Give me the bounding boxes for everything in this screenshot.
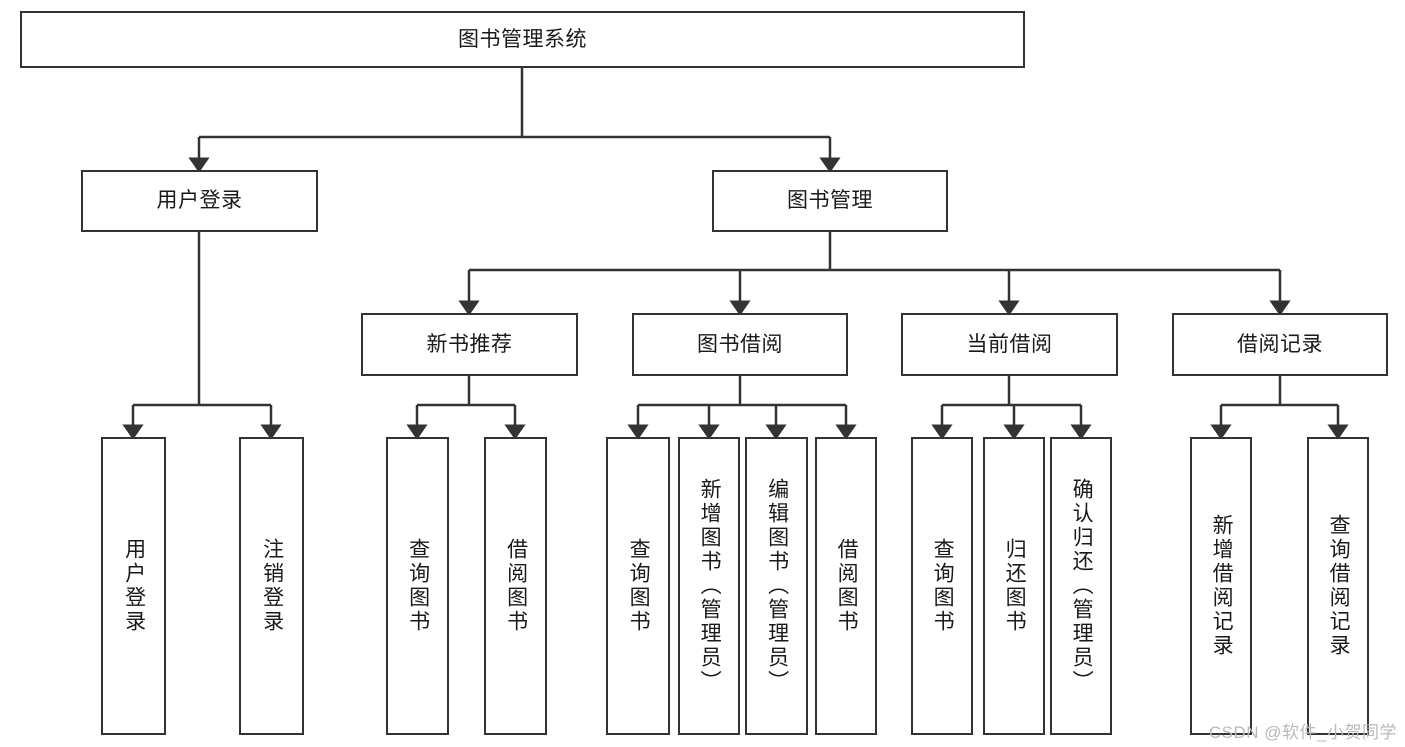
node-label: 借阅记录 [1237,332,1323,356]
node-leaf-return-book[interactable]: 归还图书 [983,437,1045,735]
node-label: 新增借阅记录 [1210,514,1234,658]
node-label: 借阅图书 [504,538,528,634]
node-user-login[interactable]: 用户登录 [81,170,318,232]
node-label: 用户登录 [156,189,243,213]
node-label: 图书管理系统 [458,27,587,51]
node-book-borrow[interactable]: 图书借阅 [632,313,848,376]
node-label: 查询图书 [406,538,430,634]
node-leaf-borrow-book-1[interactable]: 借阅图书 [484,437,547,735]
node-label: 归还图书 [1003,538,1027,634]
node-leaf-query-book-3[interactable]: 查询图书 [911,437,973,735]
node-label: 新增图书（管理员） [698,478,722,694]
node-label: 用户登录 [122,538,146,634]
node-label: 当前借阅 [966,332,1053,356]
node-leaf-query-record[interactable]: 查询借阅记录 [1307,437,1369,735]
node-borrow-record[interactable]: 借阅记录 [1172,313,1388,376]
node-label: 查询图书 [931,538,955,634]
node-label: 新书推荐 [426,332,513,356]
watermark-label: CSDN @软件_小贺同学 [1208,723,1397,742]
node-label: 确认归还（管理员） [1070,478,1094,694]
node-leaf-user-logout[interactable]: 注销登录 [239,437,304,735]
node-leaf-edit-book[interactable]: 编辑图书（管理员） [745,437,808,735]
node-leaf-user-login[interactable]: 用户登录 [101,437,166,735]
node-label: 借阅图书 [835,538,859,634]
node-leaf-confirm-return[interactable]: 确认归还（管理员） [1050,437,1112,735]
node-new-book-recommend[interactable]: 新书推荐 [361,313,578,376]
node-label: 查询借阅记录 [1327,514,1351,658]
node-label: 注销登录 [260,538,284,634]
node-leaf-add-book[interactable]: 新增图书（管理员） [678,437,740,735]
node-book-manage[interactable]: 图书管理 [712,170,948,232]
node-current-borrow[interactable]: 当前借阅 [901,313,1118,376]
node-label: 编辑图书（管理员） [765,478,789,694]
node-leaf-query-book-1[interactable]: 查询图书 [386,437,449,735]
node-root-system[interactable]: 图书管理系统 [20,11,1025,68]
node-leaf-query-book-2[interactable]: 查询图书 [606,437,670,735]
node-leaf-borrow-book-2[interactable]: 借阅图书 [815,437,877,735]
node-leaf-add-record[interactable]: 新增借阅记录 [1190,437,1252,735]
node-label: 查询图书 [627,538,651,634]
node-label: 图书借阅 [697,332,783,356]
node-label: 图书管理 [787,189,873,213]
